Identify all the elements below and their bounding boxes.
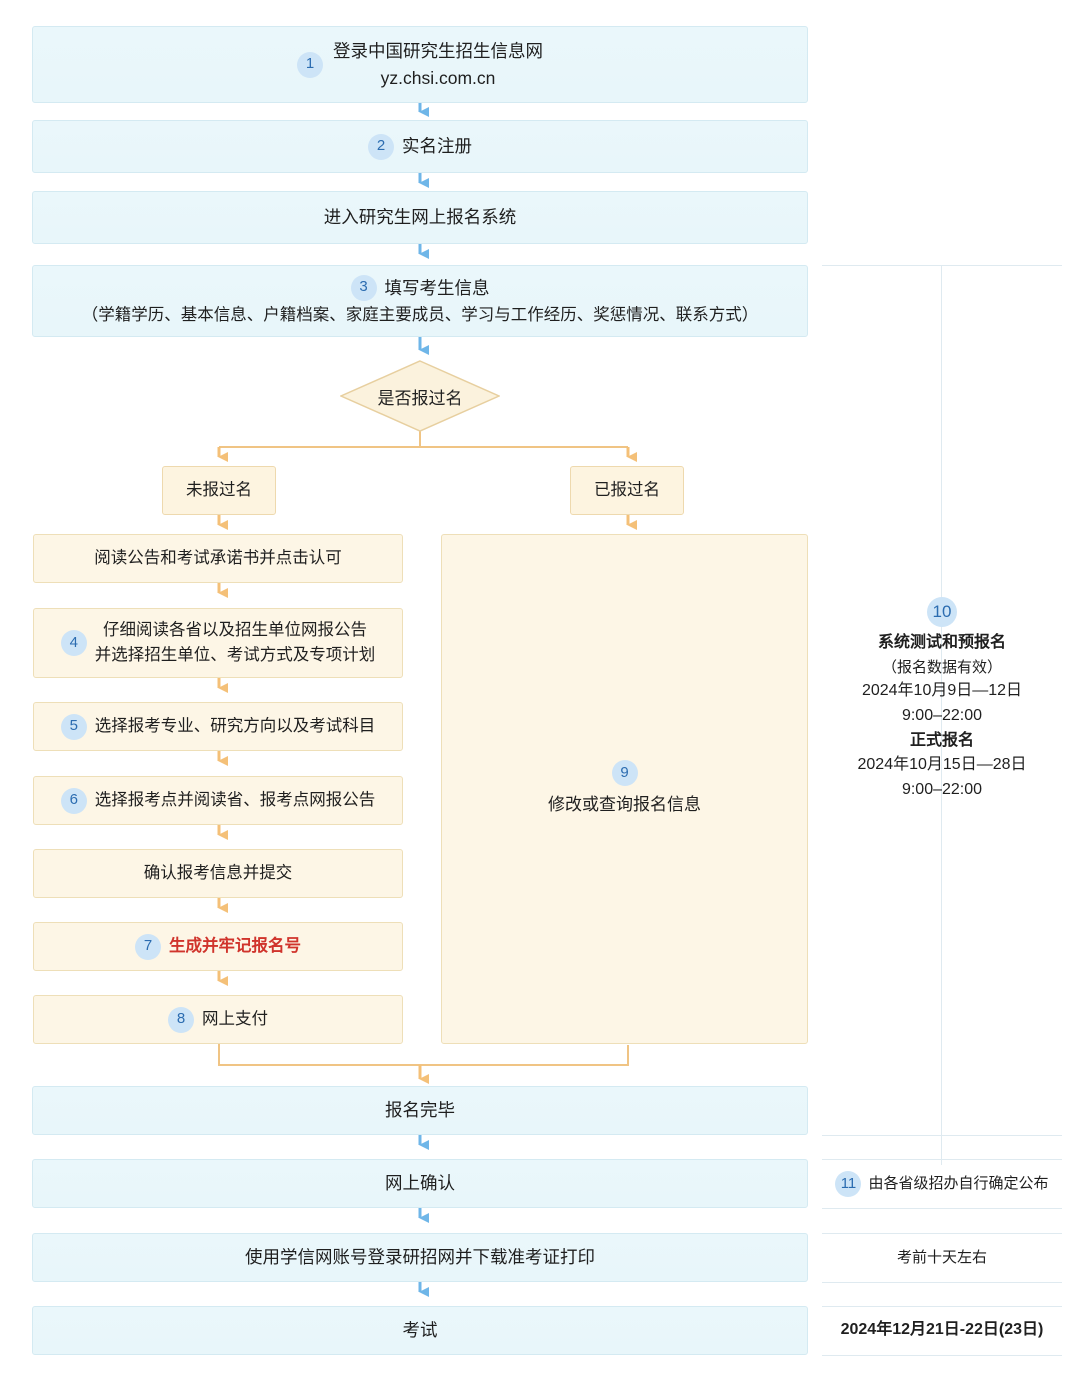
schedule-pretest-time: 9:00–22:00 bbox=[901, 706, 983, 724]
step-number-1: 1 bbox=[297, 51, 323, 78]
schedule-grid-divider-vertical bbox=[941, 265, 942, 1165]
flow-box-enter-system-label: 进入研究生网上报名系统 bbox=[323, 207, 517, 228]
schedule-grid-line-d bbox=[822, 1233, 1062, 1234]
step-number-9: 9 bbox=[611, 760, 638, 787]
schedule-exam-date-text: 2024年12月21日-22日(23日) bbox=[840, 1321, 1044, 1339]
schedule-grid-line-a bbox=[822, 1135, 1062, 1136]
step-number-10: 10 bbox=[927, 596, 957, 627]
flow-box-enter-system[interactable]: 进入研究生网上报名系统 bbox=[32, 191, 808, 244]
schedule-formal-title: 正式报名 bbox=[909, 731, 974, 749]
flow-box-confirm-submit-label: 确认报考信息并提交 bbox=[143, 864, 293, 883]
step-number-2: 2 bbox=[368, 133, 394, 160]
flow-box-generate-registration-number[interactable]: 7 生成并牢记报名号 bbox=[33, 922, 403, 971]
branch-label-not-registered-text: 未报过名 bbox=[186, 481, 252, 500]
flow-box-select-exam-site[interactable]: 6 选择报考点并阅读省、报考点网报公告 bbox=[33, 776, 403, 825]
schedule-formal-time: 9:00–22:00 bbox=[901, 781, 983, 799]
branch-label-already-registered[interactable]: 已报过名 bbox=[570, 466, 684, 515]
decision-registered-before[interactable]: 是否报过名 bbox=[340, 360, 500, 432]
flow-box-download-admission-ticket[interactable]: 使用学信网账号登录研招网并下载准考证打印 bbox=[32, 1233, 808, 1282]
flow-box-modify-query-registration[interactable]: 9 修改或查询报名信息 bbox=[441, 534, 808, 1044]
flow-box-online-payment-label: 网上支付 bbox=[202, 1010, 268, 1029]
flow-box-exam-label: 考试 bbox=[402, 1320, 438, 1341]
schedule-block-exam-date: 2024年12月21日-22日(23日) bbox=[822, 1306, 1062, 1355]
schedule-block-province-announce: 11 由各省级招办自行确定公布 bbox=[822, 1159, 1062, 1208]
flow-box-login-url: yz.chsi.com.cn bbox=[380, 67, 496, 88]
step-number-5: 5 bbox=[60, 713, 87, 740]
flow-box-fill-candidate-info-label: 填写考生信息 bbox=[384, 277, 490, 298]
flow-box-modify-query-registration-label: 修改或查询报名信息 bbox=[548, 795, 701, 815]
step-number-3: 3 bbox=[350, 274, 377, 301]
schedule-grid-line-b bbox=[822, 1159, 1062, 1160]
step-number-4: 4 bbox=[60, 630, 87, 656]
schedule-grid-line-top bbox=[822, 265, 1062, 266]
flow-box-select-major[interactable]: 5 选择报考专业、研究方向以及考试科目 bbox=[33, 702, 403, 751]
flow-box-fill-candidate-info[interactable]: 3 填写考生信息 （学籍学历、基本信息、户籍档案、家庭主要成员、学习与工作经历、… bbox=[32, 265, 808, 337]
diamond-shape-icon bbox=[340, 360, 500, 432]
schedule-pretest-date: 2024年10月9日—12日 bbox=[861, 682, 1023, 700]
step-number-8: 8 bbox=[168, 1006, 194, 1033]
schedule-pretest-title: 系统测试和预报名 bbox=[877, 633, 1006, 651]
schedule-ticket-time-text: 考前十天左右 bbox=[896, 1248, 987, 1266]
flow-box-read-announcement-label: 阅读公告和考试承诺书并点击认可 bbox=[94, 549, 342, 568]
schedule-grid-line-f bbox=[822, 1306, 1062, 1307]
schedule-pretest-note: （报名数据有效） bbox=[881, 658, 1002, 676]
schedule-grid-line-c bbox=[822, 1208, 1062, 1209]
flow-box-online-confirmation[interactable]: 网上确认 bbox=[32, 1159, 808, 1208]
flow-box-read-announcement[interactable]: 阅读公告和考试承诺书并点击认可 bbox=[33, 534, 403, 583]
flow-box-read-province-announcement[interactable]: 4 仔细阅读各省以及招生单位网报公告 并选择招生单位、考试方式及专项计划 bbox=[33, 608, 403, 678]
branch-label-not-registered[interactable]: 未报过名 bbox=[162, 466, 276, 515]
schedule-block-registration-dates: 10 系统测试和预报名 （报名数据有效） 2024年10月9日—12日 9:00… bbox=[822, 596, 1062, 800]
flow-box-select-major-label: 选择报考专业、研究方向以及考试科目 bbox=[94, 717, 376, 736]
flow-box-login-line1: 登录中国研究生招生信息网 bbox=[333, 41, 543, 62]
flow-box-realname-register-label: 实名注册 bbox=[402, 136, 472, 157]
flow-box-generate-registration-number-label: 生成并牢记报名号 bbox=[169, 937, 301, 956]
schedule-province-announce-text: 由各省级招办自行确定公布 bbox=[868, 1174, 1049, 1192]
flow-box-read-province-announcement-line1: 仔细阅读各省以及招生单位网报公告 bbox=[103, 621, 367, 640]
schedule-grid-line-g bbox=[822, 1355, 1062, 1356]
flow-box-exam[interactable]: 考试 bbox=[32, 1306, 808, 1355]
flow-box-registration-complete-label: 报名完毕 bbox=[385, 1100, 455, 1121]
schedule-formal-date: 2024年10月15日—28日 bbox=[857, 756, 1027, 774]
flow-box-select-exam-site-label: 选择报考点并阅读省、报考点网报公告 bbox=[94, 791, 376, 810]
step-number-11: 11 bbox=[835, 1170, 862, 1197]
flow-box-login[interactable]: 1 登录中国研究生招生信息网 yz.chsi.com.cn bbox=[32, 26, 808, 103]
schedule-grid-line-e bbox=[822, 1282, 1062, 1283]
flow-box-confirm-submit[interactable]: 确认报考信息并提交 bbox=[33, 849, 403, 898]
flow-box-read-province-announcement-line2: 并选择招生单位、考试方式及专项计划 bbox=[94, 646, 376, 664]
flow-box-fill-candidate-info-detail: （学籍学历、基本信息、户籍档案、家庭主要成员、学习与工作经历、奖惩情况、联系方式… bbox=[81, 305, 759, 324]
decision-registered-before-label: 是否报过名 bbox=[377, 388, 463, 408]
step-number-6: 6 bbox=[60, 787, 87, 814]
flow-box-download-admission-ticket-label: 使用学信网账号登录研招网并下载准考证打印 bbox=[245, 1247, 595, 1268]
branch-label-already-registered-text: 已报过名 bbox=[594, 481, 660, 500]
flow-box-online-payment[interactable]: 8 网上支付 bbox=[33, 995, 403, 1044]
flow-box-registration-complete[interactable]: 报名完毕 bbox=[32, 1086, 808, 1135]
flow-box-realname-register[interactable]: 2 实名注册 bbox=[32, 120, 808, 173]
step-number-7: 7 bbox=[135, 933, 161, 960]
schedule-block-ticket-time: 考前十天左右 bbox=[822, 1233, 1062, 1282]
flow-box-online-confirmation-label: 网上确认 bbox=[385, 1173, 455, 1194]
